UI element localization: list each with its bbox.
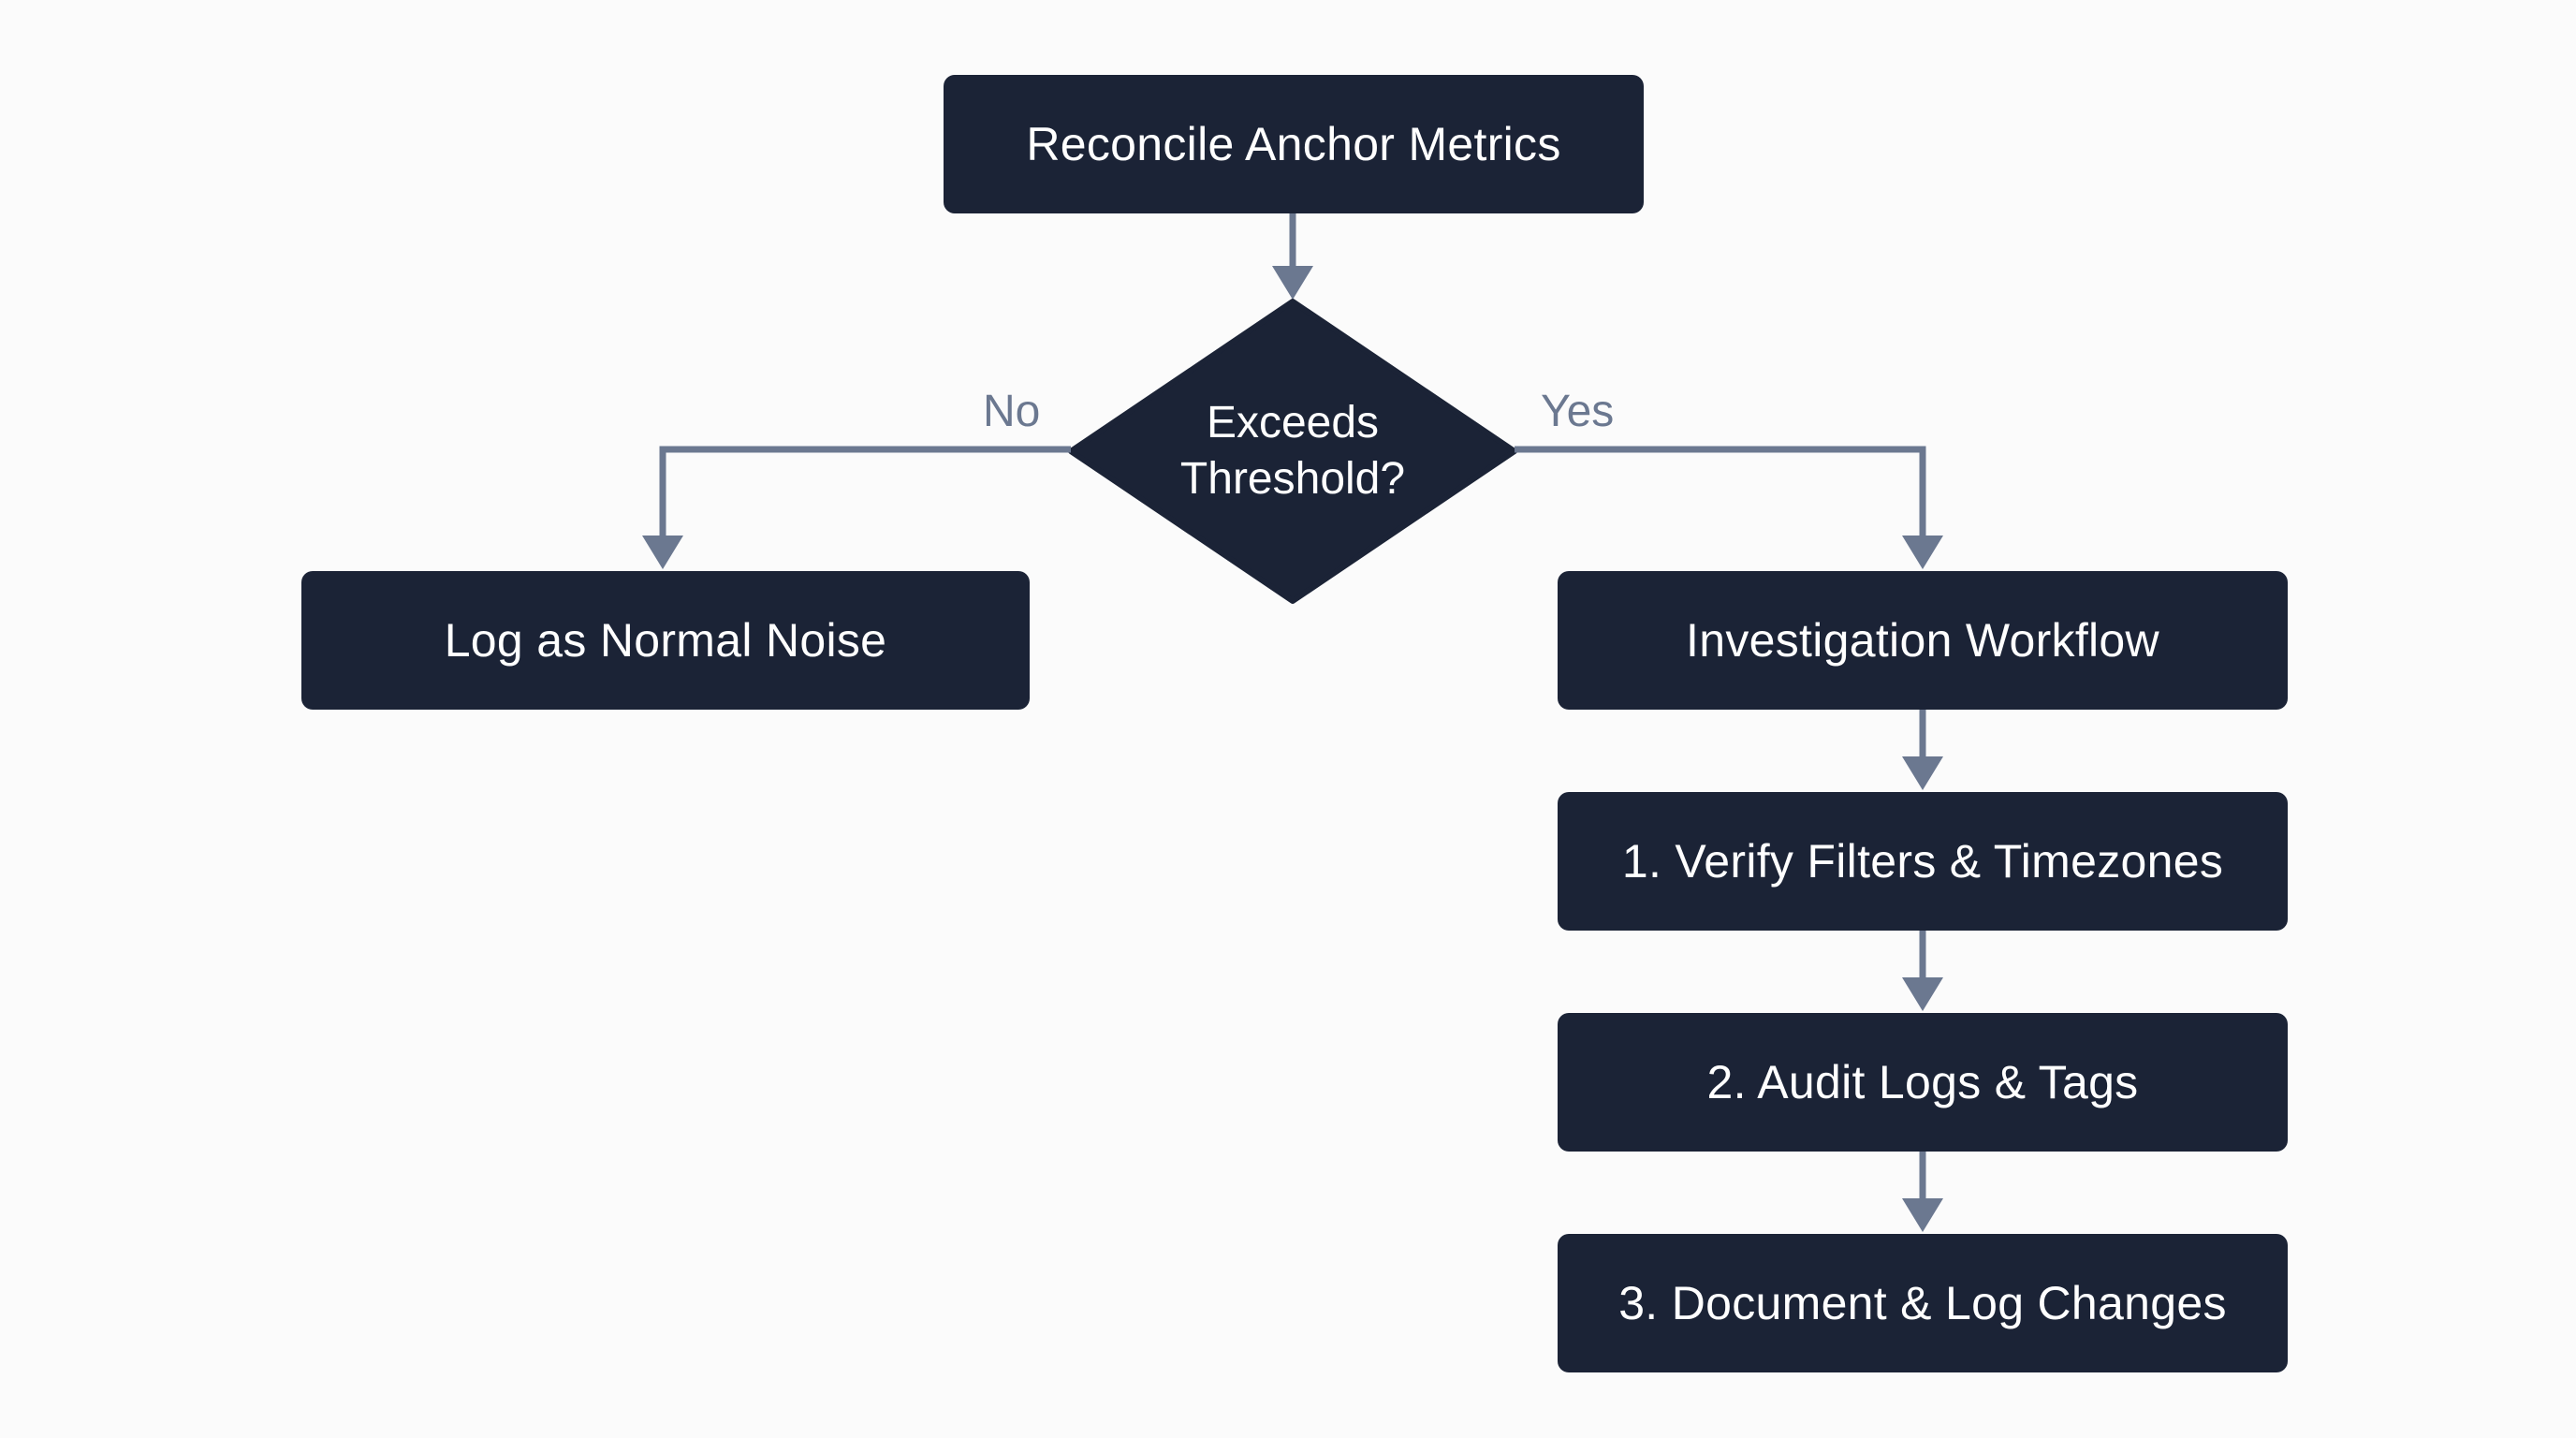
- step-1-label: 1. Verify Filters & Timezones: [1621, 835, 2224, 888]
- investigation-workflow-node: Investigation Workflow: [1558, 571, 2288, 710]
- connector-start-to-decision: [1272, 213, 1313, 300]
- branch-yes-label: Yes: [1541, 387, 1615, 436]
- connector-yes-branch: [1515, 446, 1943, 569]
- step-2-label: 2. Audit Logs & Tags: [1706, 1056, 2139, 1108]
- decision-diamond: [1068, 299, 1517, 604]
- decision-label-line2: Threshold?: [1179, 454, 1406, 504]
- decision-label-line1: Exceeds: [1206, 398, 1380, 448]
- start-node: Reconcile Anchor Metrics: [944, 75, 1644, 213]
- connector-no-branch: [642, 446, 1071, 569]
- connector-step2-to-step3: [1902, 1152, 1943, 1232]
- connector-step1-to-step2: [1902, 931, 1943, 1011]
- step-3-node: 3. Document & Log Changes: [1558, 1234, 2288, 1372]
- connector-workflow-to-step1: [1902, 710, 1943, 790]
- log-normal-noise-node: Log as Normal Noise: [301, 571, 1030, 710]
- decision-label: Exceeds Threshold?: [1105, 388, 1480, 515]
- start-node-label: Reconcile Anchor Metrics: [1026, 118, 1561, 170]
- investigation-workflow-label: Investigation Workflow: [1686, 614, 2159, 667]
- step-2-node: 2. Audit Logs & Tags: [1558, 1013, 2288, 1152]
- step-1-node: 1. Verify Filters & Timezones: [1558, 792, 2288, 931]
- branch-no-label: No: [983, 387, 1041, 436]
- log-normal-noise-label: Log as Normal Noise: [444, 614, 887, 667]
- step-3-label: 3. Document & Log Changes: [1618, 1277, 2227, 1329]
